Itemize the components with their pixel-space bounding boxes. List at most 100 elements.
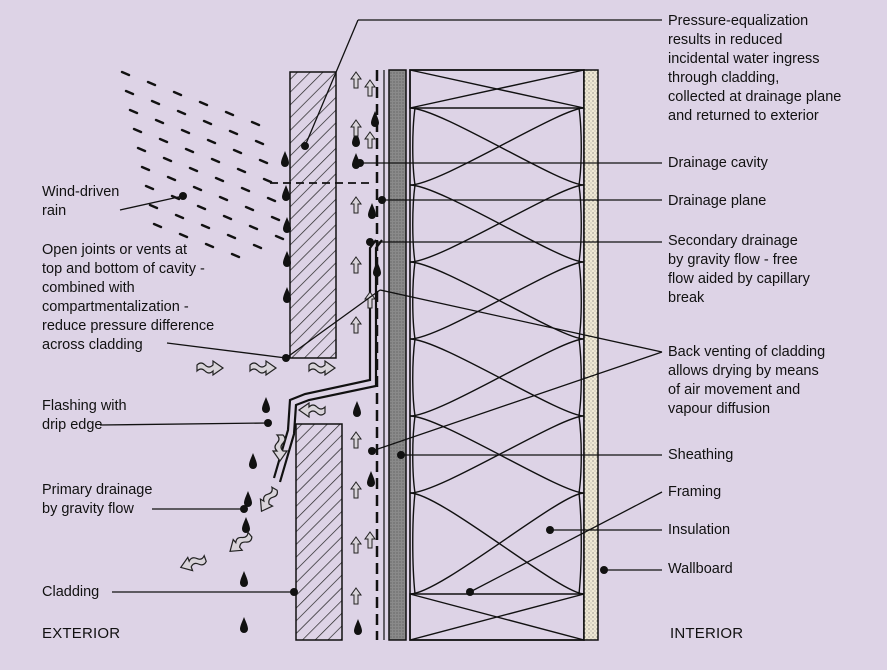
rain-dash bbox=[136, 146, 147, 153]
label-wind-driven-rain-line: Wind-driven bbox=[42, 184, 120, 200]
label-open-joints: Open joints or vents at top and bottom of… bbox=[42, 241, 214, 355]
label-flashing-line: drip edge bbox=[42, 417, 103, 433]
water-drop bbox=[240, 617, 248, 633]
rain-dash bbox=[184, 147, 195, 154]
rain-dash bbox=[188, 166, 199, 173]
rain-dash bbox=[180, 128, 191, 135]
water-drop bbox=[262, 397, 270, 413]
framing bbox=[409, 69, 585, 641]
rain-dash bbox=[178, 232, 189, 239]
rain-dash bbox=[154, 118, 165, 125]
label-pressure-equalization-line: through cladding, bbox=[668, 70, 780, 86]
water-drop bbox=[353, 401, 361, 417]
label-interior-line: INTERIOR bbox=[670, 625, 744, 642]
label-flashing: Flashing with drip edge bbox=[42, 397, 127, 435]
leader-dots bbox=[179, 142, 608, 596]
label-insulation-line: Insulation bbox=[668, 522, 731, 538]
rain-dash bbox=[128, 108, 139, 115]
leader-lines bbox=[99, 19, 663, 593]
label-back-venting-line: Back venting of cladding bbox=[668, 344, 826, 360]
label-insulation: Insulation bbox=[668, 521, 730, 540]
label-wallboard-line: Wallboard bbox=[668, 561, 733, 577]
label-wind-driven-rain: Wind-driven rain bbox=[42, 183, 119, 221]
airflow-up-arrows bbox=[350, 71, 376, 605]
label-secondary-drainage-line: flow aided by capillary bbox=[668, 271, 810, 287]
rain-dash bbox=[206, 138, 217, 145]
water-drop bbox=[242, 517, 250, 533]
rain-dash bbox=[162, 156, 173, 163]
rain-dash bbox=[232, 148, 243, 155]
rain-dash bbox=[218, 195, 229, 202]
label-open-joints-line: Open joints or vents at bbox=[42, 242, 188, 258]
rain-dash bbox=[262, 177, 273, 184]
label-open-joints-line: reduce pressure difference bbox=[42, 318, 215, 334]
label-open-joints-line: top and bottom of cavity - bbox=[42, 261, 205, 277]
label-exterior-line: EXTERIOR bbox=[42, 625, 121, 642]
air-up-arrow bbox=[350, 481, 362, 499]
rain-dash bbox=[228, 129, 239, 136]
label-flashing-line: Flashing with bbox=[42, 398, 127, 414]
rain-dash bbox=[148, 203, 159, 210]
air-up-arrow bbox=[350, 536, 362, 554]
label-open-joints-line: combined with bbox=[42, 280, 135, 296]
rain-dash bbox=[172, 90, 183, 97]
rain-dash bbox=[158, 137, 169, 144]
label-sheathing-line: Sheathing bbox=[668, 447, 734, 463]
rain-dash bbox=[144, 184, 155, 191]
water-drop bbox=[373, 261, 381, 277]
water-drop bbox=[367, 471, 375, 487]
rain-dash bbox=[166, 175, 177, 182]
water-drop bbox=[240, 571, 248, 587]
rain-dash bbox=[244, 205, 255, 212]
label-open-joints-line: compartmentalization - bbox=[42, 299, 189, 315]
air-up-arrow bbox=[364, 531, 376, 549]
rain-dash bbox=[210, 157, 221, 164]
label-secondary-drainage-line: Secondary drainage bbox=[668, 233, 798, 249]
label-drainage-cavity: Drainage cavity bbox=[668, 154, 768, 173]
water-drop bbox=[249, 453, 257, 469]
rain-dash bbox=[240, 186, 251, 193]
rain-dash bbox=[258, 158, 269, 165]
label-drainage-cavity-line: Drainage cavity bbox=[668, 155, 768, 171]
rain-dash bbox=[200, 223, 211, 230]
air-up-arrow bbox=[350, 316, 362, 334]
cladding-lower bbox=[295, 423, 343, 641]
water-drop bbox=[354, 619, 362, 635]
label-framing-line: Framing bbox=[668, 484, 722, 500]
label-back-venting-line: allows drying by means bbox=[668, 363, 819, 379]
rain-dash bbox=[176, 109, 187, 116]
label-wind-driven-rain-line: rain bbox=[42, 203, 67, 219]
rain-dash bbox=[252, 243, 263, 250]
label-drainage-plane: Drainage plane bbox=[668, 192, 766, 211]
sheathing bbox=[388, 69, 407, 641]
rain-dash bbox=[124, 89, 135, 96]
label-pressure-equalization-line: collected at drainage plane bbox=[668, 89, 842, 105]
label-cladding: Cladding bbox=[42, 583, 99, 602]
rain-dash bbox=[152, 222, 163, 229]
rain-dash bbox=[198, 100, 209, 107]
rain-dash bbox=[226, 233, 237, 240]
air-up-arrow bbox=[350, 71, 362, 89]
rain-streaks bbox=[120, 70, 285, 259]
insulation bbox=[409, 107, 585, 595]
label-back-venting-line: vapour diffusion bbox=[668, 401, 771, 417]
drainage-plane bbox=[375, 70, 385, 640]
flashing bbox=[272, 239, 383, 483]
label-pressure-equalization-line: Pressure-equalization bbox=[668, 13, 809, 29]
label-sheathing: Sheathing bbox=[668, 446, 733, 465]
label-cladding-line: Cladding bbox=[42, 584, 100, 600]
rain-dash bbox=[214, 176, 225, 183]
air-up-arrow bbox=[350, 256, 362, 274]
air-up-arrow bbox=[350, 431, 362, 449]
label-interior: INTERIOR bbox=[670, 624, 743, 643]
rain-dash bbox=[222, 214, 233, 221]
rain-dash bbox=[140, 165, 151, 172]
rain-dash bbox=[274, 234, 285, 241]
rain-dash bbox=[196, 204, 207, 211]
label-pressure-equalization-line: and returned to exterior bbox=[668, 108, 819, 124]
